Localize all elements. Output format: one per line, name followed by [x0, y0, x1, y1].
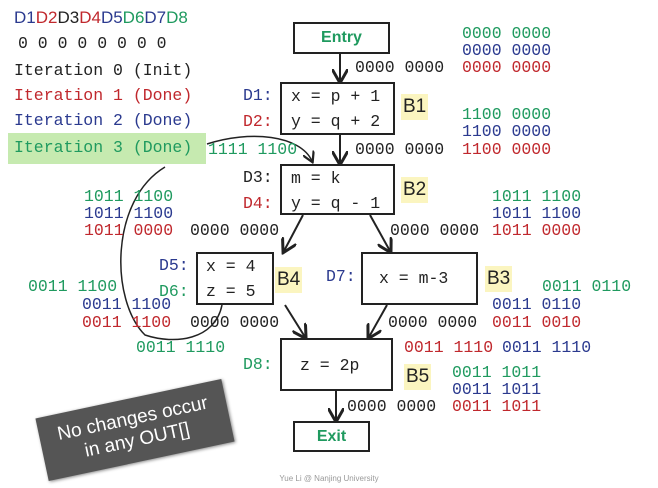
def-label-d3: D3:	[243, 168, 273, 187]
b3-out-init: 0000 0000	[388, 313, 478, 332]
iteration-0: Iteration 0 (Init)	[14, 61, 193, 80]
block-b2: m = k y = q - 1	[280, 164, 395, 215]
b1-out-it1: 1100 0000	[462, 140, 552, 159]
stmt-d8: z = 2p	[300, 356, 360, 375]
block-b3: x = m-3	[361, 252, 478, 305]
edge-b2-b3	[369, 214, 390, 251]
exit-node: Exit	[293, 421, 370, 452]
b1-out-init: 0000 0000	[355, 140, 445, 159]
b3-out-it2: 0011 0110	[492, 295, 582, 314]
b5-out-init: 0000 0000	[347, 397, 437, 416]
b2-in-it3: 1111 1100	[208, 140, 298, 159]
def-label-d4: D4:	[243, 194, 273, 213]
def-label-d8: D8:	[243, 355, 273, 374]
b5-in-it1: 0011 1110	[404, 338, 494, 357]
b4-out-init: 0000 0000	[190, 313, 280, 332]
iteration-2: Iteration 2 (Done)	[14, 111, 193, 130]
b2-out-right-it1: 1011 0000	[492, 221, 582, 240]
def-label-d5: D5:	[159, 256, 189, 275]
def-label-d7: D7:	[326, 267, 356, 286]
b5-in-it3: 0011 1110	[136, 338, 226, 357]
def-legend-d8: D8	[166, 8, 188, 27]
annotation-loop	[120, 166, 223, 341]
b4-out-it2: 0011 1100	[82, 295, 172, 314]
def-legend-d3: D3	[57, 8, 80, 27]
entry-out-it1: 0000 0000	[462, 58, 552, 77]
block-label-b4: B4	[275, 267, 303, 293]
b2-out-left-init: 0000 0000	[190, 221, 280, 240]
b2-out-right-it2: 1011 1100	[492, 204, 582, 223]
iteration-3: Iteration 3 (Done)	[14, 138, 193, 157]
def-legend-d2: D2	[35, 8, 58, 27]
b2-out-right-init: 0000 0000	[390, 221, 480, 240]
entry-node: Entry	[293, 22, 390, 54]
b2-out-left-it2: 1011 1100	[84, 204, 174, 223]
def-label-d2: D2:	[243, 112, 273, 131]
block-label-b2: B2	[401, 177, 429, 203]
stmt-d2: y = q + 2	[291, 112, 381, 131]
b4-out-it1: 0011 1100	[82, 313, 172, 332]
def-legend: D1D2D3D4D5D6D7D8	[14, 9, 188, 28]
b5-out-it3: 0011 1011	[452, 363, 542, 382]
b5-in-it2: 0011 1110	[502, 338, 592, 357]
iteration-1: Iteration 1 (Done)	[14, 86, 193, 105]
b5-out-it1: 0011 1011	[452, 397, 542, 416]
b4-out-it3: 0011 1100	[28, 277, 118, 296]
def-label-d1: D1:	[243, 86, 273, 105]
stmt-d3: m = k	[291, 169, 341, 188]
block-b5: z = 2p	[280, 338, 393, 391]
stmt-d5: x = 4	[206, 257, 256, 276]
def-legend-d6: D6	[122, 8, 145, 27]
def-legend-d7: D7	[144, 8, 167, 27]
b1-out-it3: 1100 0000	[462, 105, 552, 124]
b3-out-it3: 0011 0110	[542, 277, 632, 296]
b2-out-left-it3: 1011 1100	[84, 187, 174, 206]
stmt-d1: x = p + 1	[291, 87, 381, 106]
entry-out-it2: 0000 0000	[462, 41, 552, 60]
def-legend-d5: D5	[100, 8, 123, 27]
block-b4: x = 4 z = 5	[196, 252, 274, 305]
stmt-d4: y = q - 1	[291, 194, 381, 213]
block-label-b5: B5	[404, 364, 432, 390]
annotation-arrow	[206, 135, 312, 161]
b2-out-right-it3: 1011 1100	[492, 187, 582, 206]
footer-credit: Yue Li @ Nanjing University	[279, 474, 379, 483]
entry-out-it3: 0000 0000	[462, 24, 552, 43]
b5-out-it2: 0011 1011	[452, 380, 542, 399]
b1-out-it2: 1100 0000	[462, 122, 552, 141]
block-label-b3: B3	[485, 266, 513, 292]
zero-vector: 0 0 0 0 0 0 0 0	[18, 34, 167, 53]
entry-out-init: 0000 0000	[355, 58, 445, 77]
b2-out-left-it1: 1011 0000	[84, 221, 174, 240]
block-b1: x = p + 1 y = q + 2	[280, 82, 395, 135]
def-legend-d1: D1	[14, 8, 36, 27]
block-label-b1: B1	[401, 94, 429, 120]
def-label-d6: D6:	[159, 282, 189, 301]
iteration-highlight	[8, 133, 206, 164]
stmt-d6: z = 5	[206, 282, 256, 301]
edge-b2-b4	[284, 214, 304, 251]
b3-out-it1: 0011 0010	[492, 313, 582, 332]
edge-b3-b5	[369, 304, 388, 337]
stmt-d7: x = m-3	[379, 269, 449, 288]
edge-b4-b5	[284, 304, 305, 337]
def-legend-d4: D4	[79, 8, 101, 27]
